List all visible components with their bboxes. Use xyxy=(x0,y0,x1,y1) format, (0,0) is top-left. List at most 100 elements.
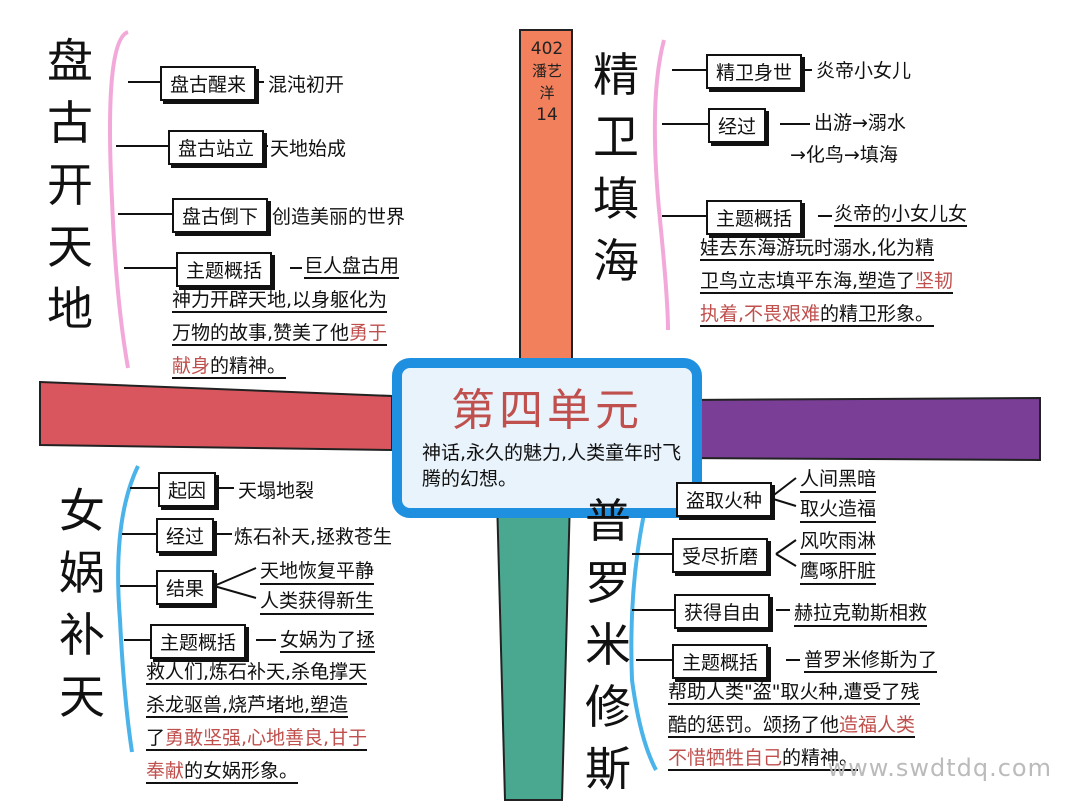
pangu-title-char: 古 xyxy=(47,96,93,150)
prometheus-box-suffer: 受尽折磨 xyxy=(672,538,769,573)
brace-nvwa xyxy=(116,465,140,753)
jingwei-summary-text: 卫鸟立志填平东海,塑造了 xyxy=(700,270,916,294)
jingwei-title-char: 海 xyxy=(593,234,639,288)
prometheus-title-char: 米 xyxy=(585,618,631,672)
jingwei-box-process: 经过 xyxy=(708,108,767,143)
prometheus-text-steal-2: 取火造福 xyxy=(800,494,877,523)
pangu-box-fall: 盘古倒下 xyxy=(172,198,269,233)
prometheus-title-char: 修 xyxy=(585,680,631,734)
connectors-nvwa xyxy=(120,487,276,641)
prometheus-summary-text: 酷的惩罚。颂扬了他 xyxy=(668,714,840,738)
jingwei-summary-line: 炎帝的小女儿女 xyxy=(834,198,968,231)
connectors-pangu xyxy=(116,81,302,269)
center-node: 第四单元 神话,永久的魅力,人类童年时飞腾的幻想。 xyxy=(392,358,702,518)
jingwei-summary-text: 娃去东海游玩时溺水,化为精 xyxy=(700,237,935,261)
stamp-name: 潘艺洋 xyxy=(531,62,562,102)
nvwa-box-result: 结果 xyxy=(156,570,215,605)
nvwa-text-process: 炼石补天,拯救苍生 xyxy=(234,526,393,548)
nvwa-title-char: 女 xyxy=(59,484,105,538)
nvwa-summary-text: 救人们,炼石补天,杀龟撑天 xyxy=(146,661,368,685)
pangu-summary-highlight: 献身 xyxy=(172,355,211,379)
watermark: www.swdtdq.com xyxy=(827,754,1052,782)
nvwa-summary-text: 了 xyxy=(146,727,166,751)
nvwa-text-cause: 天塌地裂 xyxy=(238,480,315,502)
prometheus-text-suffer-1: 风吹雨淋 xyxy=(800,526,877,555)
prometheus-summary-box: 主题概括 xyxy=(672,644,769,679)
prometheus-box-steal: 盗取火种 xyxy=(676,482,773,517)
pangu-summary-highlight: 勇于 xyxy=(349,322,388,346)
nvwa-text-result-2: 人类获得新生 xyxy=(260,586,375,615)
prometheus-box-freedom: 获得自由 xyxy=(674,594,771,629)
branch-right xyxy=(681,396,1041,462)
branch-bottom xyxy=(495,497,572,801)
jingwei-text-process-1: 出游→溺水 xyxy=(814,112,906,134)
prometheus-summary-highlight: 造福人类 xyxy=(839,714,916,738)
prometheus-text-freedom: 赫拉克勒斯相救 xyxy=(794,598,928,627)
pangu-summary-line: 巨人盘古用 xyxy=(304,250,400,283)
nvwa-summary-text: 杀龙驱兽,烧芦堵地,塑造 xyxy=(146,694,349,718)
stamp-number: 14 xyxy=(536,105,558,125)
jingwei-title-char: 精 xyxy=(593,48,639,102)
nvwa-title-char: 补 xyxy=(59,608,105,662)
jingwei-box-origin: 精卫身世 xyxy=(706,54,803,89)
pangu-summary-body: 神力开辟天地,以身躯化为 万物的故事,赞美了他勇于 献身的精神。 xyxy=(172,284,422,383)
pangu-box-stand: 盘古站立 xyxy=(168,130,265,165)
pangu-text-fall: 创造美丽的世界 xyxy=(272,206,406,228)
prometheus-title-char: 斯 xyxy=(585,742,631,796)
prometheus-title-char: 普 xyxy=(585,494,631,548)
prometheus-title: 普 罗 米 修 斯 xyxy=(578,490,638,800)
brace-pangu xyxy=(108,30,130,369)
jingwei-summary-box: 主题概括 xyxy=(706,200,803,235)
pangu-title: 盘 古 开 天 地 xyxy=(40,30,100,340)
nvwa-summary-text: 的女娲形象。 xyxy=(184,760,299,784)
nvwa-summary-highlight: 勇敢坚强,心地善良,甘于 xyxy=(165,727,368,751)
nvwa-box-process: 经过 xyxy=(156,518,215,553)
prometheus-text-suffer-2: 鹰啄肝脏 xyxy=(800,556,877,585)
stamp-class: 402 xyxy=(530,39,564,59)
pangu-summary-box: 主题概括 xyxy=(176,252,273,287)
jingwei-summary-highlight: 执着,不畏艰难 xyxy=(700,303,821,327)
jingwei-title: 精 卫 填 海 xyxy=(586,44,646,292)
pangu-box-awake: 盘古醒来 xyxy=(160,66,257,101)
pangu-title-char: 天 xyxy=(47,220,93,274)
prometheus-summary-text: 的精神。 xyxy=(782,747,859,771)
jingwei-summary-highlight: 坚韧 xyxy=(915,270,954,294)
nvwa-summary-box: 主题概括 xyxy=(150,624,247,659)
pangu-title-char: 地 xyxy=(47,282,93,336)
pangu-summary-text: 万物的故事,赞美了他 xyxy=(172,322,350,346)
nvwa-text-result-1: 天地恢复平静 xyxy=(260,556,375,585)
prometheus-title-char: 罗 xyxy=(585,556,631,610)
center-title: 第四单元 xyxy=(451,385,643,436)
jingwei-title-char: 填 xyxy=(593,172,639,226)
brace-jingwei xyxy=(652,39,670,331)
jingwei-summary-text: 的精卫形象。 xyxy=(820,303,935,327)
center-subtitle: 神话,永久的魅力,人类童年时飞腾的幻想。 xyxy=(422,442,682,490)
jingwei-text-origin: 炎帝小女儿 xyxy=(816,60,912,82)
nvwa-summary-body: 救人们,炼石补天,杀龟撑天 杀龙驱兽,烧芦堵地,塑造 了勇敢坚强,心地善良,甘于… xyxy=(146,656,396,788)
author-stamp: 402 潘艺洋 14 xyxy=(527,38,567,126)
prometheus-summary-highlight: 不惜牺牲自己 xyxy=(668,747,783,771)
jingwei-summary-body: 娃去东海游玩时溺水,化为精 卫鸟立志填平东海,塑造了坚韧 执着,不畏艰难的精卫形… xyxy=(700,232,1020,331)
nvwa-title-char: 天 xyxy=(59,670,105,724)
pangu-summary-text: 的精神。 xyxy=(210,355,287,379)
brace-prometheus xyxy=(629,495,658,771)
prometheus-summary-text: 普罗米修斯为了 xyxy=(804,649,938,673)
prometheus-summary-text: 帮助人类"盗"取火种,遭受了残 xyxy=(668,681,920,705)
nvwa-box-cause: 起因 xyxy=(158,472,217,507)
nvwa-summary-line: 女娲为了拯 xyxy=(280,624,376,657)
nvwa-summary-text: 女娲为了拯 xyxy=(280,629,376,653)
jingwei-summary-text: 炎帝的小女儿女 xyxy=(834,203,968,227)
prometheus-summary-body: 帮助人类"盗"取火种,遭受了残 酷的惩罚。颂扬了他造福人类 不惜牺牲自己的精神。 xyxy=(668,676,968,775)
pangu-title-char: 盘 xyxy=(47,34,93,88)
pangu-summary-text: 巨人盘古用 xyxy=(304,255,400,279)
pangu-title-char: 开 xyxy=(47,158,93,212)
nvwa-title-char: 娲 xyxy=(59,546,105,600)
connectors-jingwei xyxy=(662,69,832,217)
nvwa-title: 女 娲 补 天 xyxy=(52,480,112,728)
pangu-summary-text: 神力开辟天地,以身躯化为 xyxy=(172,289,388,313)
prometheus-text-steal-1: 人间黑暗 xyxy=(800,464,877,493)
branch-left xyxy=(39,380,393,452)
prometheus-summary-line: 普罗米修斯为了 xyxy=(804,644,938,677)
jingwei-text-process-2: →化鸟→填海 xyxy=(790,144,898,166)
